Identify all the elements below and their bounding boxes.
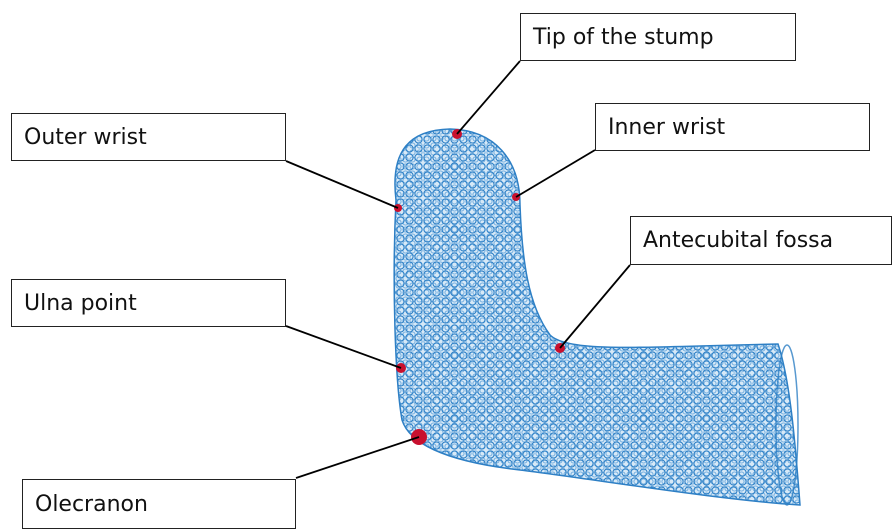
label-tip-of-stump: Tip of the stump	[520, 13, 796, 61]
leader-antecubital-fossa	[560, 265, 630, 348]
leader-ulna-point	[286, 326, 401, 368]
label-outer-wrist: Outer wrist	[11, 113, 286, 161]
label-olecranon: Olecranon	[22, 479, 296, 529]
leader-olecranon	[296, 437, 419, 478]
label-ulna-point: Ulna point	[11, 279, 286, 327]
leader-inner-wrist	[516, 150, 595, 197]
leader-tip-of-stump	[457, 61, 520, 134]
leader-outer-wrist	[286, 161, 398, 208]
limb-mesh-overlay	[394, 129, 800, 505]
label-inner-wrist: Inner wrist	[595, 103, 870, 151]
label-antecubital-fossa: Antecubital fossa	[630, 216, 892, 265]
